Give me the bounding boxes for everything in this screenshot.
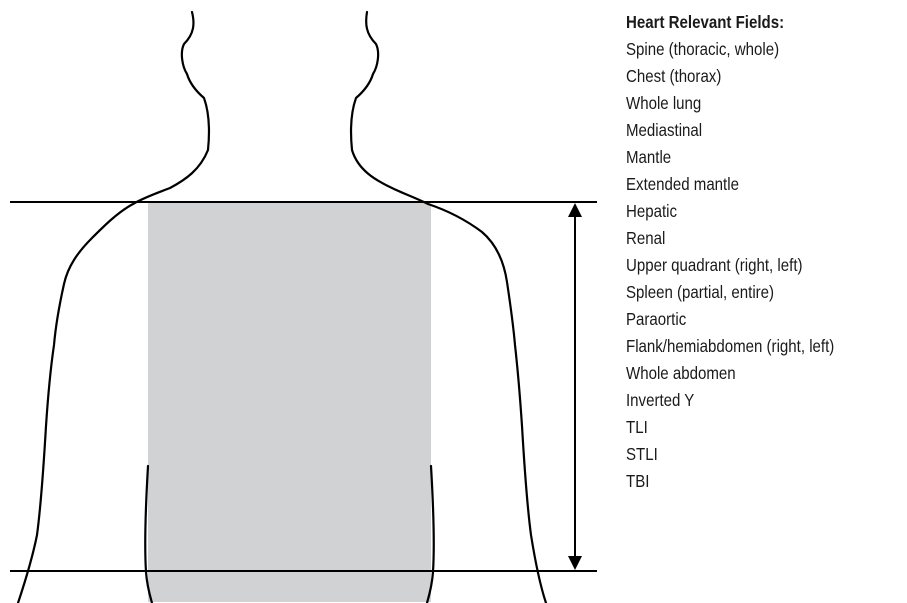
list-item: Paraortic	[626, 306, 865, 333]
list-item: Mediastinal	[626, 117, 865, 144]
list-item: Inverted Y	[626, 387, 865, 414]
list-item: Extended mantle	[626, 171, 865, 198]
extent-arrow-head-bottom	[568, 556, 582, 570]
list-item: STLI	[626, 441, 865, 468]
list-item: Whole abdomen	[626, 360, 865, 387]
list-item: Renal	[626, 225, 865, 252]
list-item: Whole lung	[626, 90, 865, 117]
heart-relevant-fields-legend: Heart Relevant Fields: Spine (thoracic, …	[626, 8, 865, 495]
list-item: TBI	[626, 468, 865, 495]
legend-title: Heart Relevant Fields:	[626, 8, 865, 36]
heart-field-shaded-region	[148, 202, 431, 602]
extent-arrow-head-top	[568, 203, 582, 217]
list-item: Spleen (partial, entire)	[626, 279, 865, 306]
list-item: Mantle	[626, 144, 865, 171]
list-item: Chest (thorax)	[626, 63, 865, 90]
list-item: Hepatic	[626, 198, 865, 225]
list-item: Upper quadrant (right, left)	[626, 252, 865, 279]
list-item: Spine (thoracic, whole)	[626, 36, 865, 63]
legend-items: Spine (thoracic, whole) Chest (thorax) W…	[626, 36, 865, 495]
list-item: Flank/hemiabdomen (right, left)	[626, 333, 865, 360]
list-item: TLI	[626, 414, 865, 441]
